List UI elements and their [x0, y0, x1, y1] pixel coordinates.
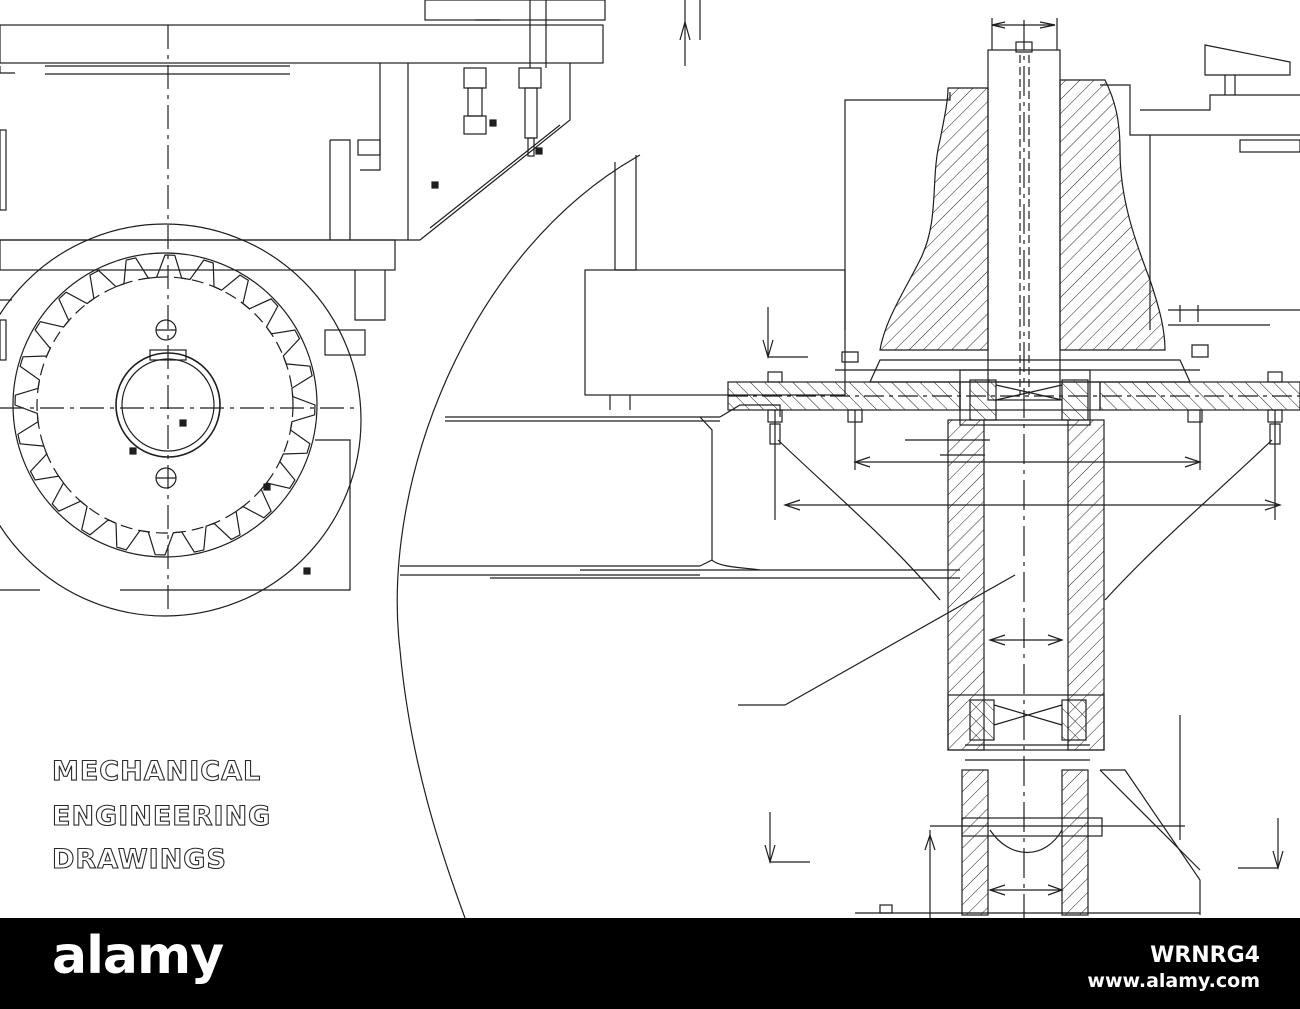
title-line-2: ENGINEERING [52, 801, 271, 832]
hollow-shaft-tube [738, 369, 1105, 761]
hub-casting [835, 79, 1200, 383]
image-id: WRNRG4 [1150, 943, 1260, 968]
reference-marks [129, 119, 543, 575]
website-url: www.alamy.com [1087, 970, 1260, 992]
dimension-arrows [762, 307, 1284, 871]
frame-arc [396, 154, 960, 918]
title-line-1: MECHANICAL [52, 756, 261, 787]
vertical-shaft [987, 18, 1061, 918]
title-line-3: DRAWINGS [52, 844, 227, 875]
image-id-block: WRNRG4 www.alamy.com [1087, 943, 1260, 993]
lower-cone [777, 410, 1282, 601]
alamy-logo: alamy [52, 930, 224, 982]
flange-plate [727, 344, 1300, 520]
bottom-coupling [855, 715, 1201, 918]
watermark-footer [0, 918, 1300, 1009]
upper-housing [0, 0, 701, 356]
blueprint-drawing: MECHANICAL ENGINEERING DRAWINGS [0, 0, 1300, 918]
sprocket-teeth [14, 254, 316, 556]
title-block: MECHANICAL ENGINEERING DRAWINGS [51, 755, 271, 875]
sprocket-gear [0, 25, 362, 617]
logo-text: alamy [52, 926, 224, 986]
